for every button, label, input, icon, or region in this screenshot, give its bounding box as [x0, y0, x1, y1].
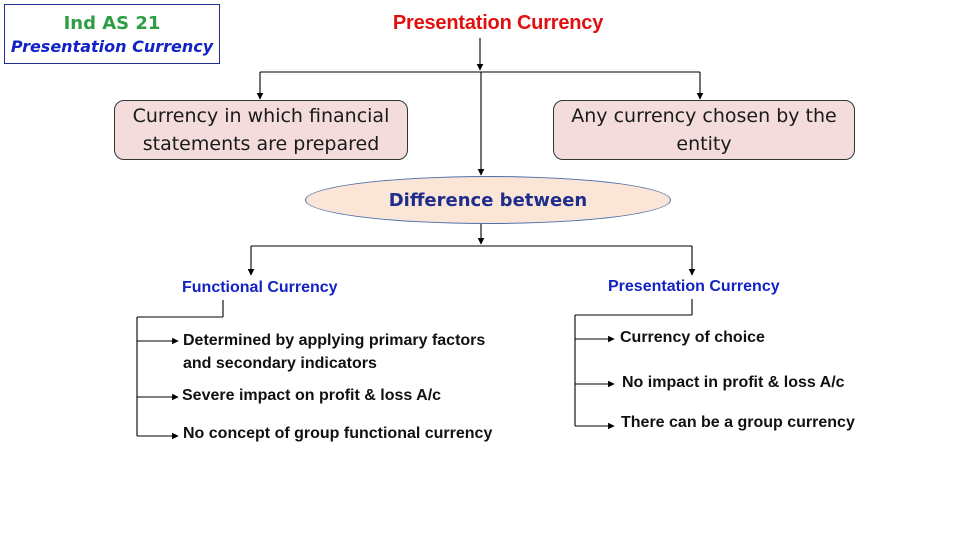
title-box: Ind AS 21 Presentation Currency: [4, 4, 220, 64]
presentation-currency-heading: Presentation Currency: [608, 278, 780, 295]
definition-right-text: Any currency chosen by the entity: [571, 105, 837, 155]
title-box-topic: Presentation Currency: [10, 37, 214, 56]
definition-left-text: Currency in which financial statements a…: [132, 105, 390, 155]
functional-item-2: Severe impact on profit & loss A/c: [182, 387, 442, 404]
functional-item-3: No concept of group functional currency: [183, 425, 493, 442]
diagram-main-title: Presentation Currency: [392, 12, 604, 34]
title-box-standard: Ind AS 21: [63, 13, 161, 34]
definition-box-right: Any currency chosen by the entity: [553, 100, 855, 160]
difference-label: Difference between: [388, 189, 588, 211]
presentation-item-3: There can be a group currency: [621, 414, 855, 431]
definition-box-left: Currency in which financial statements a…: [114, 100, 408, 160]
functional-item-1a: Determined by applying primary factors: [183, 332, 486, 349]
functional-currency-heading: Functional Currency: [182, 279, 338, 296]
presentation-item-1: Currency of choice: [620, 329, 765, 346]
functional-item-1b: and secondary indicators: [183, 355, 377, 372]
presentation-item-2: No impact in profit & loss A/c: [622, 374, 845, 391]
difference-ellipse: Difference between: [305, 176, 671, 224]
